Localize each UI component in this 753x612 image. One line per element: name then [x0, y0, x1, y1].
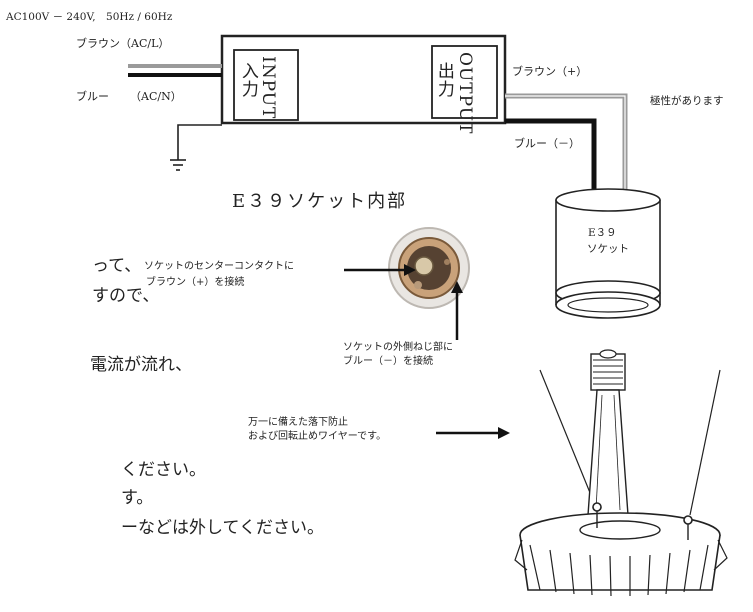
- socket-section-title: E３９ソケット内部: [232, 191, 408, 212]
- socket-label-line1: E３９: [588, 227, 617, 239]
- input-box-label-jp: 入力: [237, 62, 258, 98]
- body-text-line-3: 電流が流れ、: [90, 355, 193, 375]
- thread-callout-line2: ブルー（－）を接続: [343, 356, 433, 367]
- center-callout-line1: ソケットのセンターコンタクトに: [144, 261, 294, 272]
- output-box-label-jp: 出力: [433, 62, 454, 98]
- body-text-line-4: ください。: [121, 460, 206, 480]
- input-panel: [233, 49, 299, 121]
- output-blue-wire: [505, 118, 597, 200]
- body-text-line-2: すので、: [92, 286, 160, 306]
- output-box-label-en: OUTPUT: [454, 52, 475, 135]
- body-text-line-5: す。: [121, 488, 154, 508]
- e39-socket-drawing: [555, 188, 661, 319]
- ground-wire: [177, 124, 222, 160]
- wire-callout-line2: および回転止めワイヤーです。: [248, 431, 387, 442]
- output-blue-label: ブルー（－）: [514, 137, 580, 150]
- polarity-note: 極性があります: [650, 95, 724, 107]
- safety-wire-left: [539, 369, 596, 506]
- input-brown-label: ブラウン（AC/L）: [76, 37, 170, 50]
- power-spec-label: AC100V － 240V, 50Hz / 60Hz: [6, 11, 173, 23]
- led-lamp-drawing: [514, 349, 728, 597]
- socket-label-line2: ソケット: [587, 243, 629, 255]
- thread-callout-line1: ソケットの外側ねじ部に: [343, 342, 453, 353]
- socket-interior-photo: [388, 227, 470, 309]
- output-brown-wire-inner: [505, 95, 626, 200]
- output-brown-label: ブラウン（+）: [512, 65, 588, 78]
- safety-wire-right: [689, 369, 721, 516]
- center-callout-line2: ブラウン（+）を接続: [146, 277, 245, 288]
- input-box-label-en: INPUT: [257, 56, 278, 120]
- input-blue-label-a: ブルー: [76, 90, 109, 103]
- body-text-line-1: って、: [92, 256, 142, 276]
- input-blue-label-b: （AC/N）: [130, 90, 182, 103]
- ground-icon: [170, 159, 186, 171]
- wire-callout-line1: 万一に備えた落下防止: [248, 417, 348, 428]
- output-panel: [431, 45, 498, 119]
- body-text-line-6: ーなどは外してください。: [121, 518, 324, 538]
